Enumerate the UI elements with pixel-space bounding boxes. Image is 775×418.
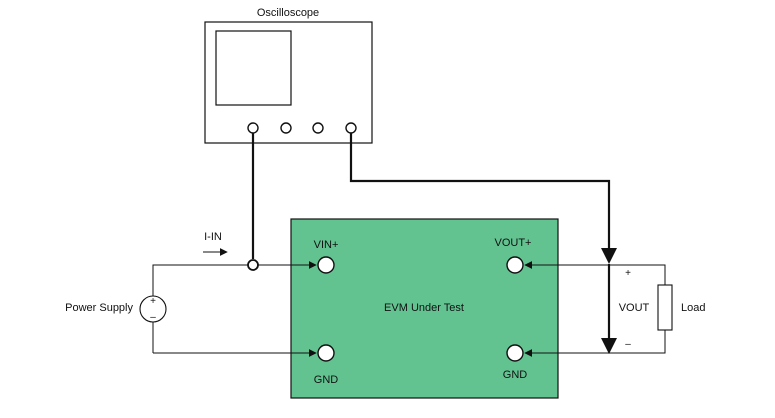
gnd-wire-right xyxy=(524,328,666,357)
evm-board: EVM Under Test VIN+ GND VOUT+ GND xyxy=(290,218,559,399)
oscilloscope: Oscilloscope xyxy=(204,7,373,144)
load-label: Load xyxy=(681,302,705,314)
evm-label: EVM Under Test xyxy=(384,302,464,314)
current-label: I-IN xyxy=(204,231,222,243)
vout-plus-label: VOUT+ xyxy=(495,237,532,249)
gnd-right-label: GND xyxy=(503,369,528,381)
vout-plus-sign: + xyxy=(625,268,631,279)
load: Load xyxy=(657,284,705,331)
power-supply: + – Power Supply xyxy=(65,295,167,323)
vin-plus-label: VIN+ xyxy=(314,239,339,251)
vin-plus-terminal[interactable] xyxy=(317,256,335,274)
power-supply-label: Power Supply xyxy=(65,302,133,314)
power-supply-symbol xyxy=(139,295,167,323)
voltage-probe-wire xyxy=(349,133,611,252)
voltage-probe-arrow-bottom xyxy=(601,338,617,354)
input-wire-top xyxy=(152,264,248,296)
oscilloscope-label: Oscilloscope xyxy=(257,7,319,19)
power-supply-plus: + xyxy=(150,296,156,307)
power-supply-minus: – xyxy=(150,312,156,323)
gnd-left-label: GND xyxy=(314,374,339,386)
load-resistor xyxy=(657,284,673,331)
scope-channel-3-jack[interactable] xyxy=(312,122,324,134)
current-probe-point xyxy=(247,259,259,271)
evm-body xyxy=(290,218,559,399)
gnd-left-terminal[interactable] xyxy=(317,344,335,362)
scope-channel-2-jack[interactable] xyxy=(280,122,292,134)
scope-channel-4-jack[interactable] xyxy=(345,122,357,134)
oscilloscope-screen xyxy=(215,30,292,106)
scope-channel-1-jack[interactable] xyxy=(247,122,259,134)
vout-label: VOUT xyxy=(619,302,650,314)
vout-minus-sign: – xyxy=(625,339,631,350)
voltage-probe-arrow-top xyxy=(601,248,617,264)
gnd-right-terminal[interactable] xyxy=(506,344,524,362)
vout-plus-terminal[interactable] xyxy=(506,256,524,274)
